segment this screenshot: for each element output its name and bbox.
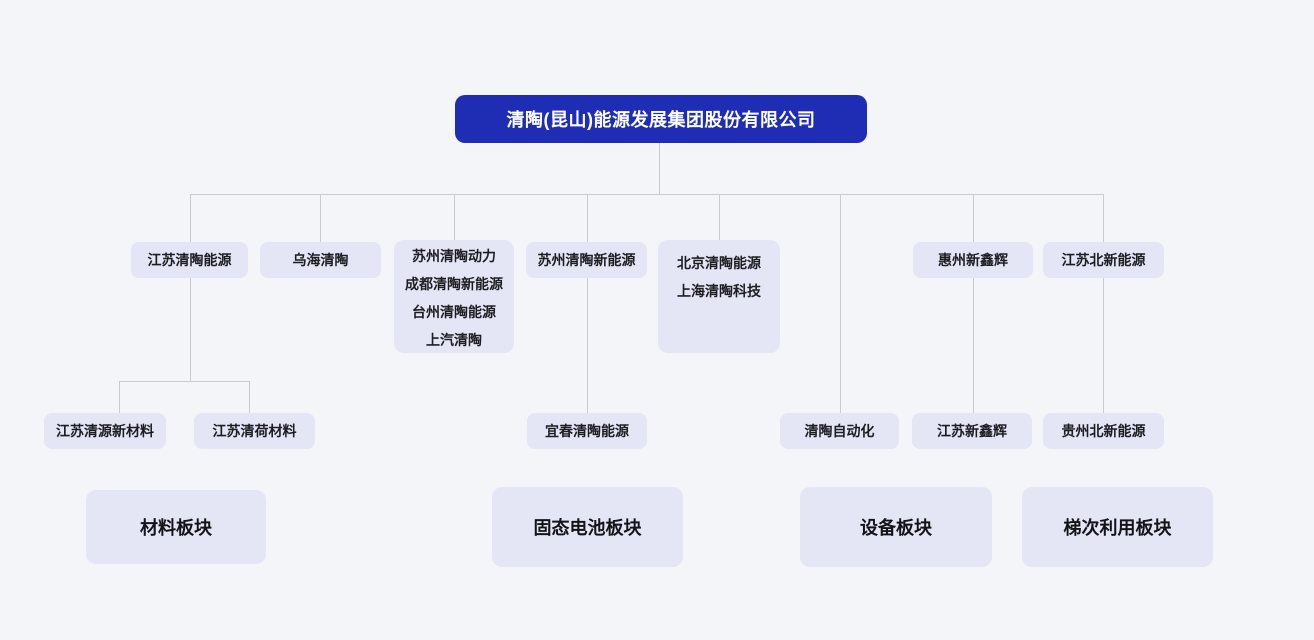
org-node-yichun-qingtao-energy: 宜春清陶能源 xyxy=(527,413,647,449)
connector-stub xyxy=(320,194,321,242)
segment-echelon-utilization: 梯次利用板块 xyxy=(1022,487,1213,567)
org-node-line: 北京清陶能源 xyxy=(677,255,761,271)
org-node-qingtao-automation: 清陶自动化 xyxy=(780,413,899,449)
connector-stub xyxy=(119,381,120,413)
connector-drop-guizhou xyxy=(1103,278,1104,413)
connector-stub xyxy=(1103,194,1104,242)
org-node-line: 苏州清陶动力 xyxy=(412,248,496,264)
connector-long-drop-automation xyxy=(840,194,841,413)
connector-drop-materials-parent xyxy=(190,278,191,381)
connector-stub xyxy=(454,194,455,240)
connector-root-drop xyxy=(659,143,660,194)
org-node-line: 台州清陶能源 xyxy=(412,304,496,320)
org-node-suzhou-qingtao-new-energy: 苏州清陶新能源 xyxy=(526,242,647,278)
org-node-line: 成都清陶新能源 xyxy=(405,276,503,292)
org-node-line: 上海清陶科技 xyxy=(677,283,761,299)
org-node-jiangsu-qinghe-materials: 江苏清荷材料 xyxy=(194,413,315,449)
org-node-jiangsu-qingtao-energy: 江苏清陶能源 xyxy=(131,242,248,278)
connector-stub xyxy=(973,194,974,242)
org-node-huizhou-xinxinhui: 惠州新鑫辉 xyxy=(913,242,1033,278)
connector-stub xyxy=(719,194,720,240)
org-node-jiangsu-qingyuan-materials: 江苏清源新材料 xyxy=(44,413,166,449)
org-node-qingtao-group: 清陶(昆山)能源发展集团股份有限公司 xyxy=(455,95,867,143)
org-node-jiangsu-xinxinhui: 江苏新鑫辉 xyxy=(912,413,1032,449)
connector-drop-jiangsu-xinxinhui xyxy=(973,278,974,413)
org-node-suzhou-qingtao-power-group: 苏州清陶动力 成都清陶新能源 台州清陶能源 上汽清陶 xyxy=(394,240,514,353)
org-node-guizhou-beixin-energy: 贵州北新能源 xyxy=(1043,413,1164,449)
connector-materials-horizontal xyxy=(119,381,250,382)
connector-main-horizontal xyxy=(190,194,1104,195)
org-node-wuhai-qingtao: 乌海清陶 xyxy=(260,242,381,278)
connector-stub xyxy=(249,381,250,413)
org-node-beijing-shanghai-group: 北京清陶能源 上海清陶科技 xyxy=(658,240,780,353)
org-node-line: 上汽清陶 xyxy=(426,332,482,348)
segment-solid-state-battery: 固态电池板块 xyxy=(492,487,683,567)
segment-equipment: 设备板块 xyxy=(800,487,992,567)
org-node-jiangsu-beixin-energy: 江苏北新能源 xyxy=(1043,242,1164,278)
connector-stub xyxy=(190,194,191,242)
connector-stub xyxy=(587,194,588,242)
connector-drop-yichun xyxy=(587,278,588,413)
segment-materials: 材料板块 xyxy=(86,490,266,564)
